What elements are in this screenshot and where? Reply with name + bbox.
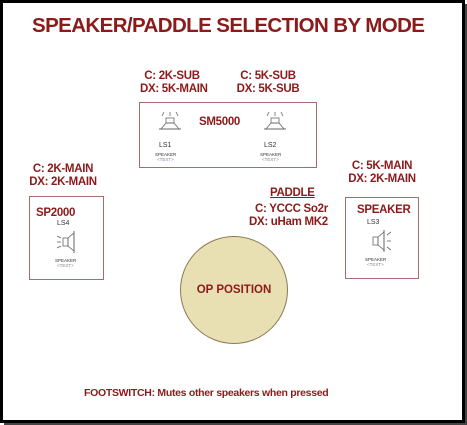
sm5000-right-c-label: C: 5K-SUB	[240, 70, 296, 82]
speaker-label: SPEAKER	[357, 204, 411, 216]
op-position-circle: OP POSITION	[180, 236, 288, 344]
sm5000-box	[139, 102, 317, 168]
speaker-icon	[372, 230, 391, 252]
sm5000-right-dx-label: DX: 5K-SUB	[236, 83, 300, 95]
speaker-icon	[264, 112, 286, 130]
ls3-value: SPEAKER	[365, 257, 387, 262]
frame-shadow-bottom	[4, 423, 467, 425]
op-position-label: OP POSITION	[196, 284, 272, 296]
sm5000-label: SM5000	[199, 116, 241, 128]
sp2000-dx-label: DX: 2K-MAIN	[29, 176, 97, 188]
diagram-title: SPEAKER/PADDLE SELECTION BY MODE	[32, 14, 425, 37]
ls4-text: <TEXT>	[57, 263, 74, 268]
sp2000-mode-labels: C: 2K-MAIN DX: 2K-MAIN	[22, 163, 104, 189]
speaker-dx-label: DX: 2K-MAIN	[348, 173, 416, 185]
speaker-ls4: LS4 SPEAKER <TEXT>	[55, 220, 103, 280]
sm5000-left-c-label: C: 2K-SUB	[144, 70, 200, 82]
ls3-ref: LS3	[367, 219, 380, 226]
ls1-value: SPEAKER	[155, 152, 177, 157]
sm5000-right-mode-labels: C: 5K-SUB DX: 5K-SUB	[232, 70, 304, 96]
paddle-dx-label: DX: uHam MK2	[249, 216, 328, 228]
sm5000-left-dx-label: DX: 5K-MAIN	[140, 83, 208, 95]
speaker-c-label: C: 5K-MAIN	[351, 160, 413, 172]
ls2-value: SPEAKER	[260, 152, 282, 157]
ls4-value: SPEAKER	[55, 258, 77, 263]
ls1-text: <TEXT>	[157, 157, 174, 162]
speaker-ls3: LS3 SPEAKER <TEXT>	[365, 219, 413, 279]
sp2000-label: SP2000	[36, 207, 76, 219]
ls4-ref: LS4	[57, 220, 70, 227]
sm5000-left-mode-labels: C: 2K-SUB DX: 5K-MAIN	[140, 70, 208, 96]
footswitch-note: FOOTSWITCH: Mutes other speakers when pr…	[84, 387, 329, 399]
frame-shadow-right	[465, 4, 467, 425]
speaker-mode-labels: C: 5K-MAIN DX: 2K-MAIN	[346, 160, 418, 186]
speaker-icon	[57, 231, 75, 253]
speaker-ls2: LS2 SPEAKER <TEXT>	[260, 112, 308, 172]
ls1-ref: LS1	[159, 142, 172, 149]
ls2-ref: LS2	[264, 142, 277, 149]
speaker-box	[345, 197, 419, 279]
sp2000-c-label: C: 2K-MAIN	[32, 163, 94, 175]
speaker-ls1: LS1 SPEAKER <TEXT>	[155, 112, 203, 172]
paddle-label: PADDLE	[270, 187, 315, 199]
ls2-text: <TEXT>	[262, 157, 279, 162]
paddle-c-label: C: YCCC So2r	[255, 203, 328, 215]
speaker-icon	[159, 112, 181, 130]
ls3-text: <TEXT>	[367, 262, 384, 267]
